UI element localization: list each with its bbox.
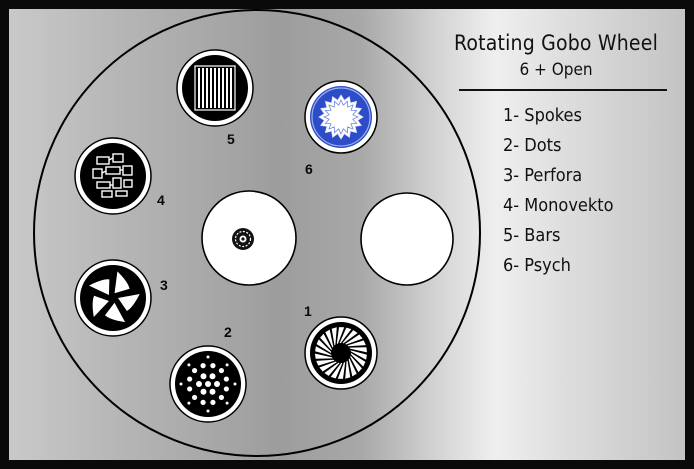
legend-item: 2- Dots — [503, 131, 681, 161]
gobo-slot-4-monovekto — [75, 138, 151, 214]
legend-list: 1- Spokes 2- Dots 3- Perfora 4- Monovekt… — [503, 101, 681, 281]
slot-number-1: 1 — [304, 303, 312, 319]
slot-number-3: 3 — [160, 277, 168, 293]
legend-title: Rotating Gobo Wheel — [431, 29, 681, 57]
gobo-slot-1-spokes — [305, 317, 377, 389]
legend-divider — [459, 89, 667, 91]
gobo-slot-6-psych — [305, 81, 377, 153]
diagram-panel: 5 6 4 3 2 1 Rotating Gobo Wheel 6 + Open… — [9, 9, 685, 460]
legend-item: 6- Psych — [503, 251, 681, 281]
slot-number-2: 2 — [224, 324, 232, 340]
gobo-legend: Rotating Gobo Wheel 6 + Open 1- Spokes 2… — [431, 29, 681, 281]
legend-item: 5- Bars — [503, 221, 681, 251]
slot-number-4: 4 — [157, 192, 165, 208]
slot-number-6: 6 — [305, 161, 313, 177]
gobo-slot-5-bars — [177, 50, 253, 126]
legend-item: 4- Monovekto — [503, 191, 681, 221]
slot-number-5: 5 — [227, 131, 235, 147]
legend-subtitle: 6 + Open — [431, 57, 681, 83]
gobo-slot-2-dots — [170, 346, 246, 422]
legend-item: 1- Spokes — [503, 101, 681, 131]
legend-item: 3- Perfora — [503, 161, 681, 191]
wheel-hub — [202, 191, 296, 285]
gobo-slot-3-perfora — [75, 260, 151, 336]
